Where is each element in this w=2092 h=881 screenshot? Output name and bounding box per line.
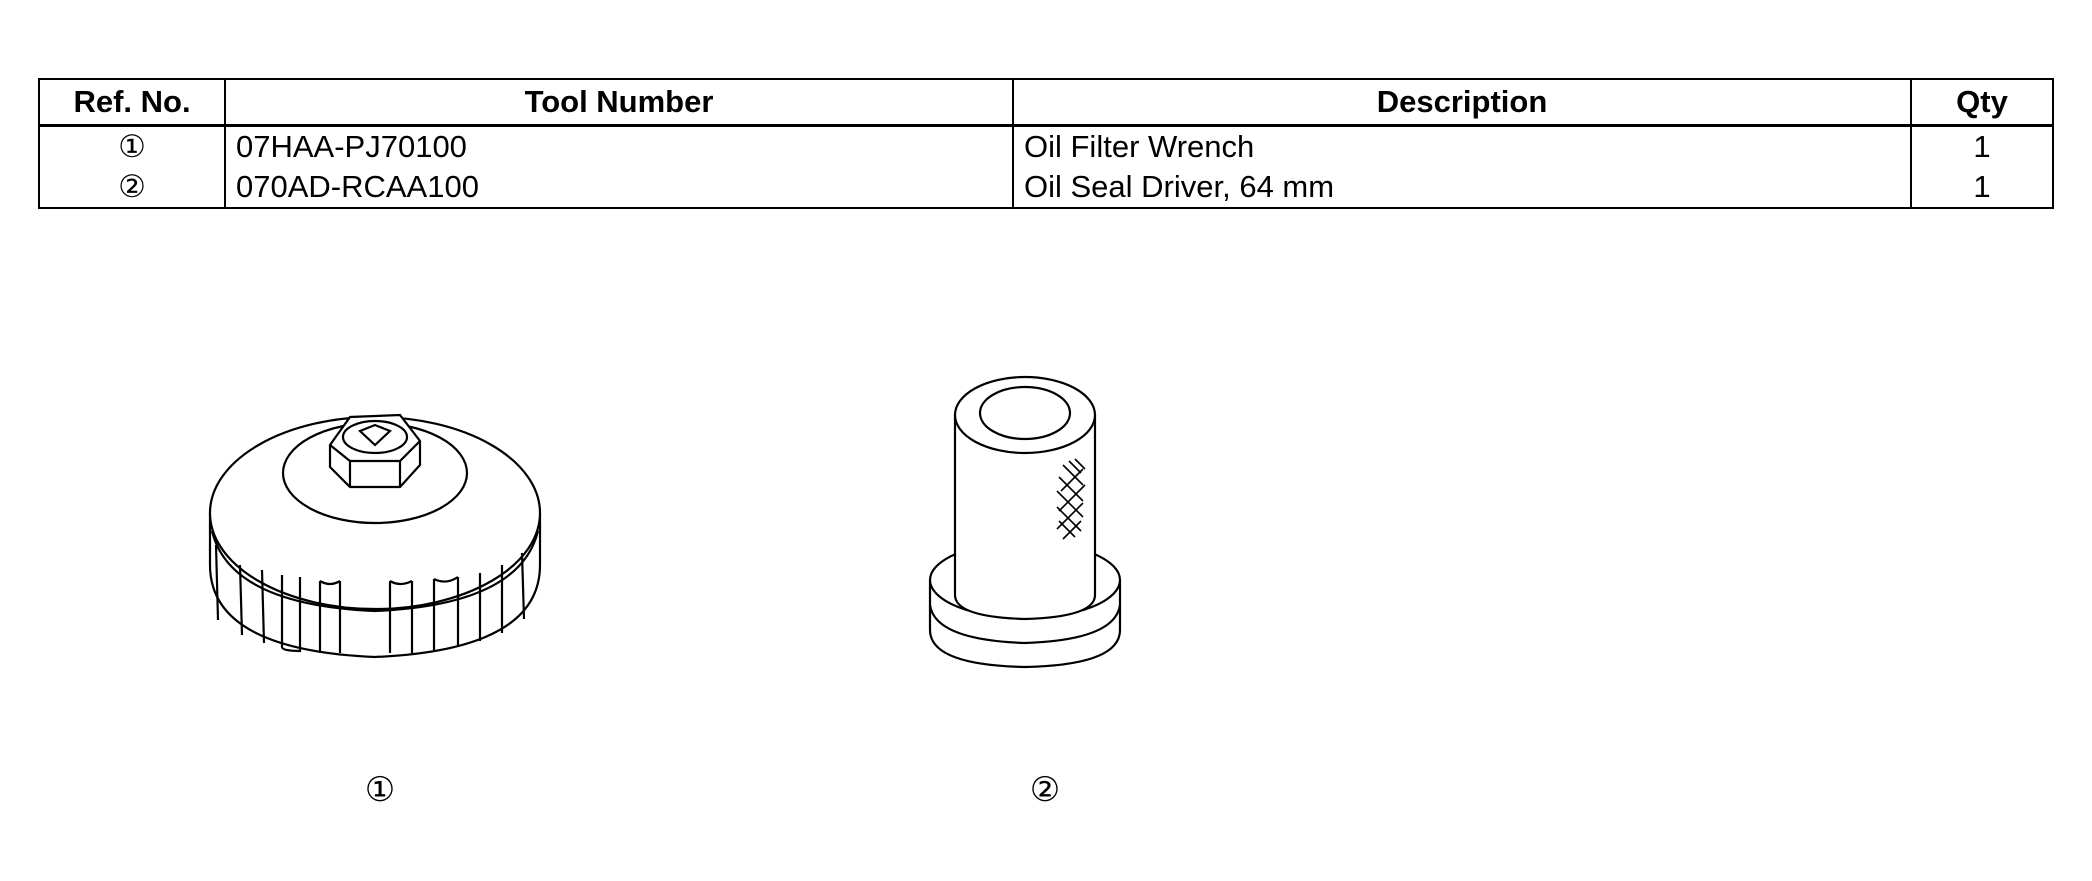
oil-filter-wrench-illustration [208,413,542,659]
figure-label-1: ① [364,771,396,809]
cell-description: Oil Filter Wrench [1012,125,1912,167]
header-description: Description [1012,78,1912,127]
cell-ref-no: ② [38,167,226,209]
header-tool-number: Tool Number [224,78,1014,127]
cell-tool-number: 070AD-RCAA100 [224,167,1014,209]
table-header-row: Ref. No. Tool Number Description Qty [38,78,2054,127]
cell-ref-no: ① [38,125,226,167]
table-row: ② 070AD-RCAA100 Oil Seal Driver, 64 mm 1 [38,167,2054,209]
figure-label-2: ② [1029,771,1061,809]
header-qty: Qty [1910,78,2054,127]
header-ref-no: Ref. No. [38,78,226,127]
oil-seal-driver-illustration [928,375,1122,669]
special-tools-table: Ref. No. Tool Number Description Qty ① 0… [38,78,2054,209]
table-row: ① 07HAA-PJ70100 Oil Filter Wrench 1 [38,125,2054,167]
cell-qty: 1 [1910,125,2054,167]
cell-qty: 1 [1910,167,2054,209]
cell-tool-number: 07HAA-PJ70100 [224,125,1014,167]
cell-description: Oil Seal Driver, 64 mm [1012,167,1912,209]
